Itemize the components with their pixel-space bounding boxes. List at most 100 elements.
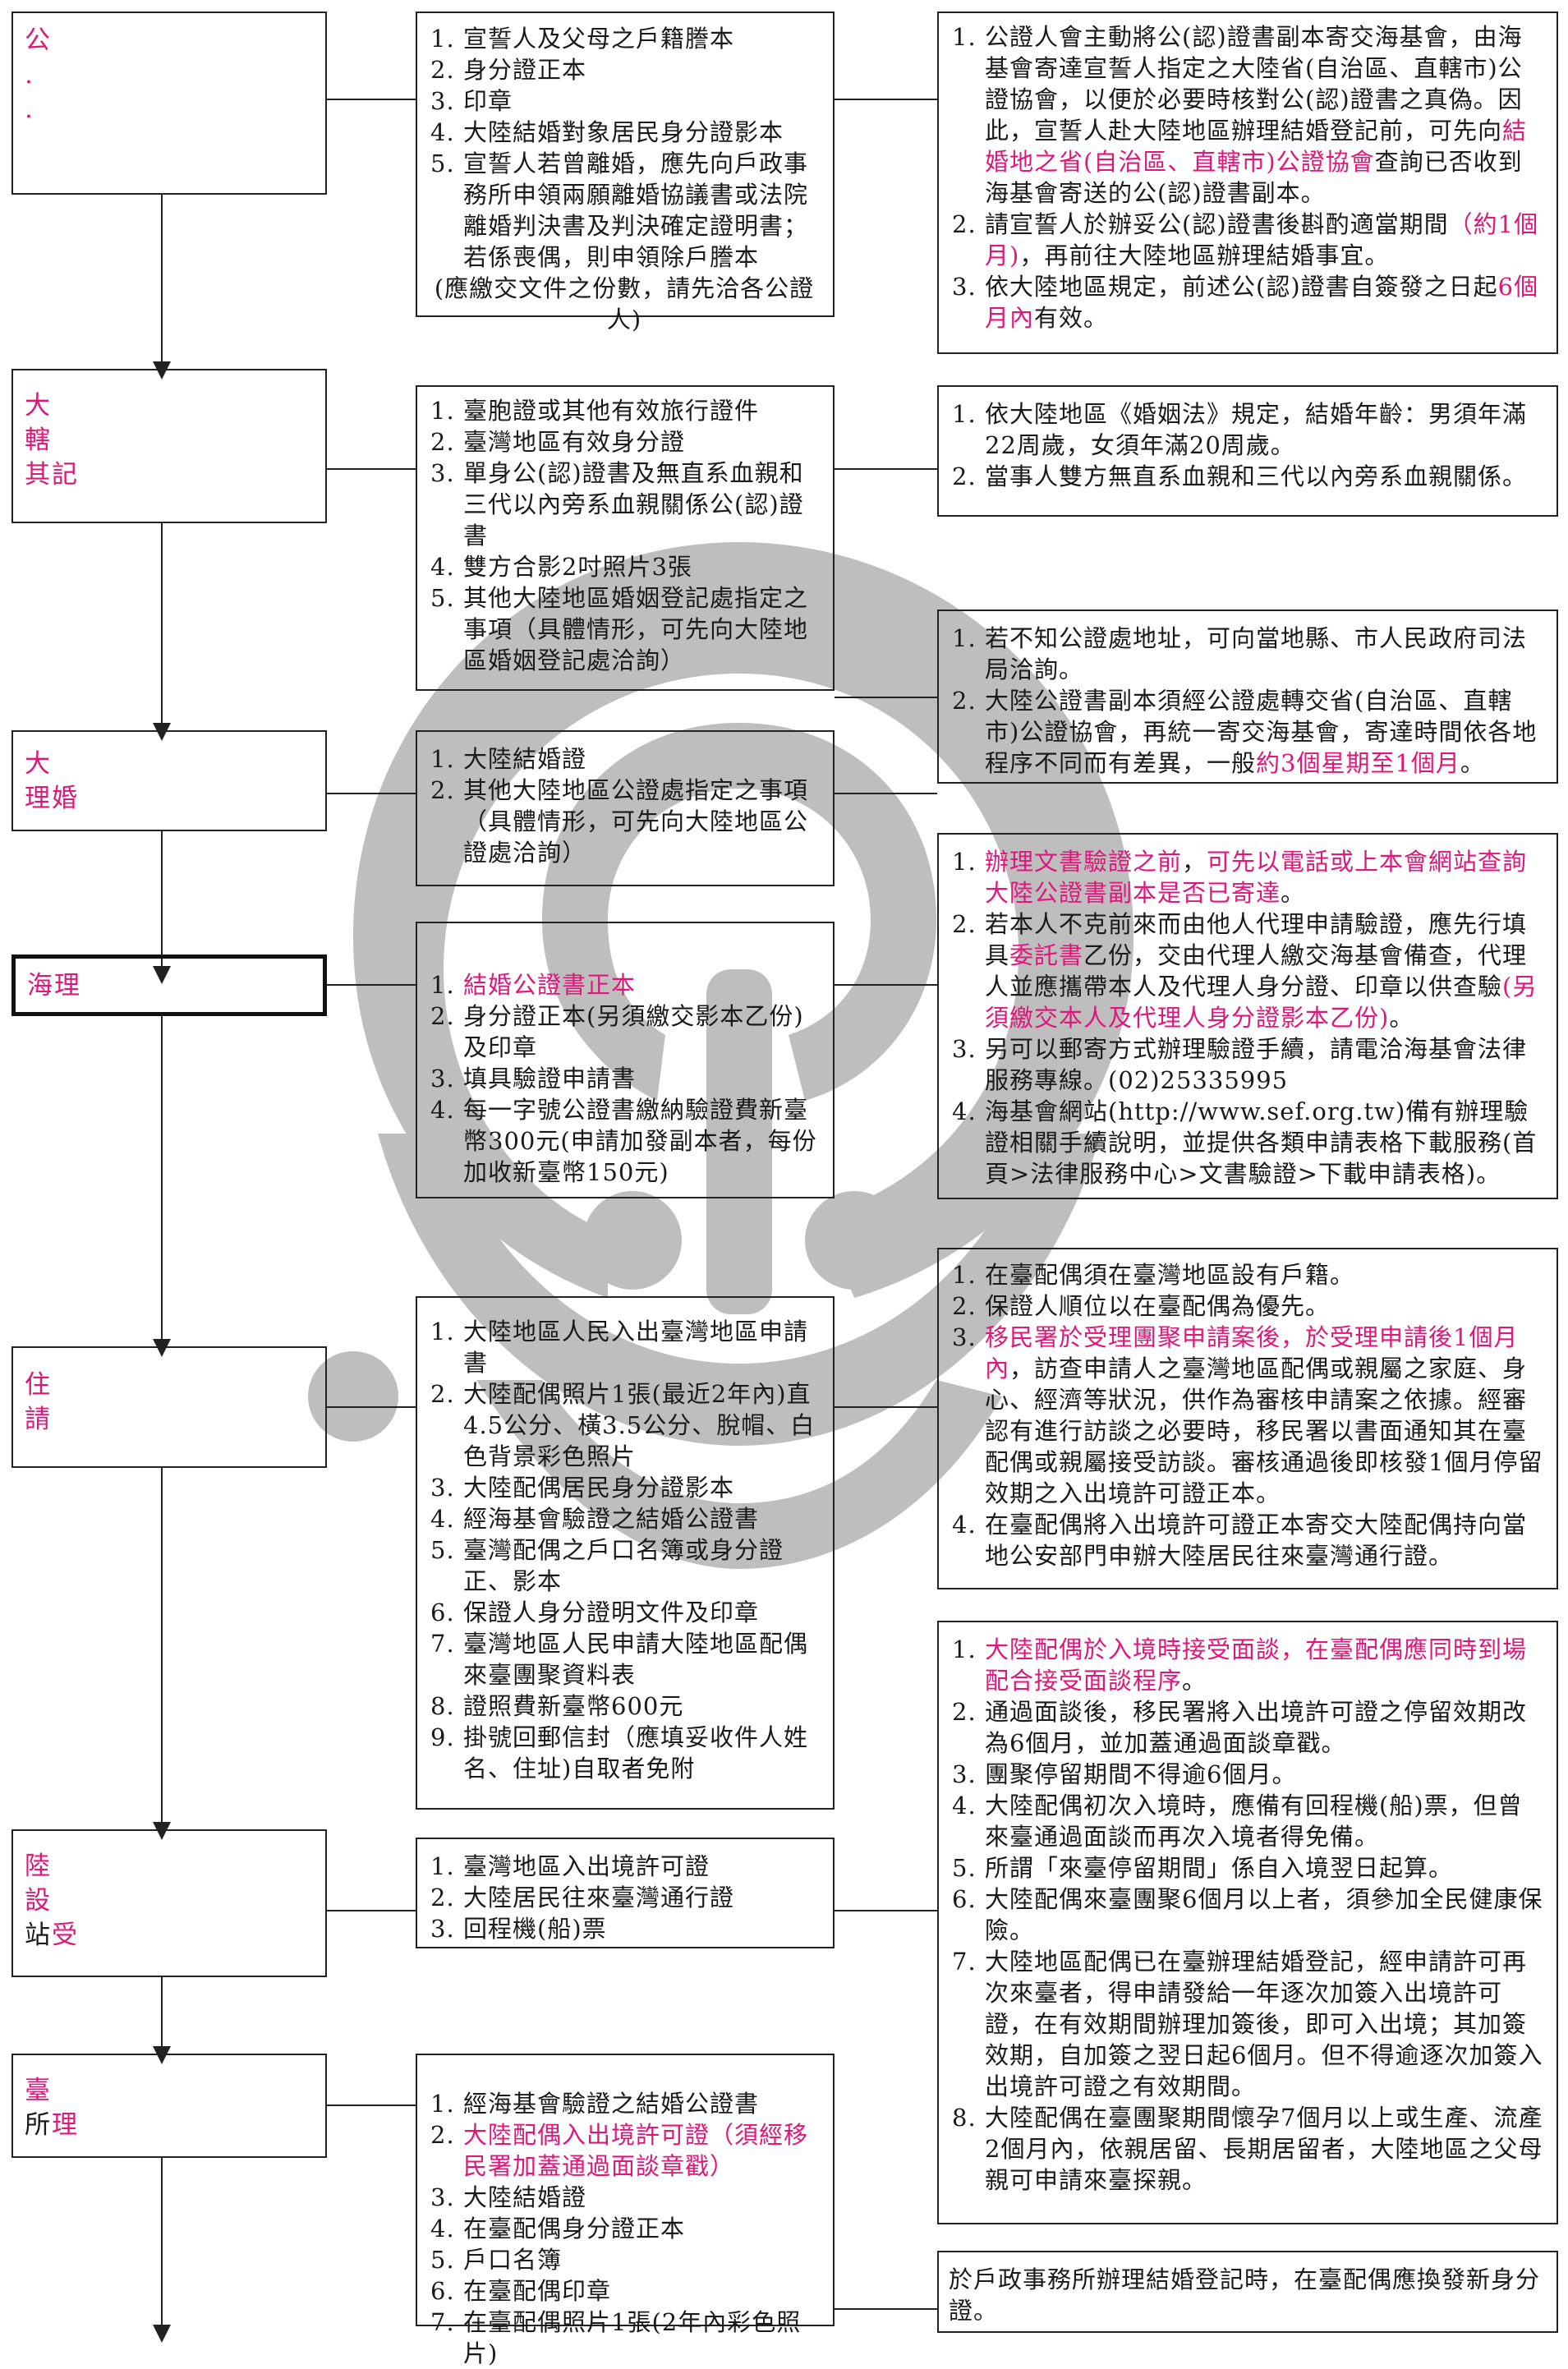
item-number: 4. <box>430 1505 455 1533</box>
item-number: 3. <box>430 1474 455 1502</box>
highlight-text: 6個月內 <box>985 273 1539 332</box>
step-box-4: 海理 <box>11 954 327 1016</box>
text-run: 公證人會主動將公(認)證書副本寄交海基會，由海基會寄達宣誓人指定之大陸省(自治區… <box>985 23 1523 145</box>
item-number: 2. <box>952 1292 977 1320</box>
document-item: 5.臺灣配偶之戶口名簿或身分證正、影本 <box>430 1534 821 1597</box>
item-number: 3. <box>430 459 455 487</box>
text-run: 大陸地區配偶已在臺辦理結婚登記，經申請許可再次來臺者，得申請發給一年逐次加簽入出… <box>985 1948 1543 2100</box>
text-run: 另可以郵寄方式辦理驗證手續，請電洽海基會法律服務專線。(02)25335995 <box>985 1035 1528 1094</box>
notes-box-2: 1.依大陸地區《婚姻法》規定，結婚年齡：男須年滿22周歲，女須年滿20周歲。2.… <box>937 385 1558 517</box>
note-item: 2.當事人雙方無直系血親和三代以內旁系血親關係。 <box>952 461 1545 492</box>
item-number: 1. <box>430 25 455 53</box>
item-number: 2. <box>952 687 977 715</box>
text-run: 。 <box>1460 749 1485 777</box>
step-line: 公 <box>25 23 314 58</box>
note-item: 1.依大陸地區《婚姻法》規定，結婚年齡：男須年滿22周歲，女須年滿20周歲。 <box>952 398 1545 461</box>
document-item: 5. 其他大陸地區婚姻登記處指定之事項（具體情形，可先向大陸地區婚姻登記處洽詢） <box>430 582 821 676</box>
text-run: 大陸公證書副本須經公證處轉交省(自治區、直轄市)公證協會，再統一寄交海基會，寄達… <box>985 687 1538 777</box>
note-item: 1.辦理文書驗證之前，可先以電話或上本會網站查詢大陸公證書副本是否已寄達。 <box>952 846 1545 908</box>
document-item: 4.大陸結婚對象居民身分證影本 <box>430 117 821 148</box>
text-run: 其他大陸地區婚姻登記處指定之事項（具體情形，可先向大陸地區婚姻登記處洽詢） <box>463 584 809 674</box>
text-run: 掛號回郵信封（應填妥收件人姓名、住址)自取者免附 <box>463 1723 809 1782</box>
item-number: 2. <box>430 428 455 456</box>
item-number: 1. <box>430 1852 455 1880</box>
text-run: 所謂「來臺停留期間」係自入境翌日起算。 <box>985 1854 1454 1882</box>
text-run: 臺灣地區人民申請大陸地區配偶來臺團聚資料表 <box>463 1630 809 1689</box>
item-number: 2. <box>430 1002 455 1030</box>
item-number: 4. <box>430 553 455 581</box>
flow-connector <box>161 1016 163 1346</box>
text-run: 在臺配偶將入出境許可證正本寄交大陸配偶持向當地公安部門申辦大陸居民往來臺灣通行證… <box>985 1511 1528 1570</box>
item-number: 2. <box>952 910 977 938</box>
text-run: 大陸居民往來臺灣通行證 <box>463 1884 735 1911</box>
item-number: 1. <box>952 848 977 876</box>
highlight-text: 大陸配偶於入境時接受面談，在臺配偶應同時到場配合接受面談程序 <box>985 1635 1528 1695</box>
document-item: 2.身分證正本(另須繳交影本乙份)及印章 <box>430 1000 821 1063</box>
text-run: 請宣誓人於辦妥公(認)證書後斟酌適當期間 <box>985 210 1449 238</box>
item-number: 4. <box>430 2215 455 2242</box>
step-line: 站受 <box>25 1918 314 1953</box>
step-line: . <box>25 92 314 126</box>
note-item: 3.依大陸地區規定，前述公(認)證書自簽發之日起6個月內有效。 <box>952 271 1545 334</box>
item-number: 7. <box>430 2308 455 2336</box>
notes-box-7: 於戶政事務所辦理結婚登記時，在臺配偶應換發新身分證。 <box>937 2251 1558 2333</box>
text-run: 團聚停留期間不得逾6個月。 <box>985 1760 1297 1788</box>
text-run: 通過面談後，移民署將入出境許可證之停留效期改為6個月，並加蓋通過面談章戳。 <box>985 1698 1528 1757</box>
flow-arrow-icon <box>153 723 171 741</box>
highlight-text: 婚 <box>52 784 79 813</box>
highlight-text: . <box>25 94 34 124</box>
step-box-5: 住請 <box>11 1346 327 1468</box>
item-number: 1. <box>952 1261 977 1289</box>
item-number: 3. <box>430 1065 455 1092</box>
item-number: 5. <box>430 584 455 612</box>
document-item: 7.在臺配偶照片1張(2年內彩色照片) <box>430 2307 821 2369</box>
item-number: 6. <box>430 2277 455 2305</box>
step-line: 請 <box>25 1402 314 1437</box>
text-run: 站 <box>25 1920 52 1950</box>
step-box-7: 臺所理 <box>11 2054 327 2158</box>
text-run: 乙份，交由代理人繳交海基會備查，代理人並應攜帶本人及代理人身分證、印章以供查驗 <box>985 941 1528 1000</box>
item-number: 8. <box>430 1692 455 1720</box>
item-number: 7. <box>952 1948 977 1976</box>
highlight-text: 臺 <box>25 2076 52 2105</box>
document-item: 3.大陸結婚證 <box>430 2182 821 2213</box>
text-run: 其他大陸地區公證處指定之事項（具體情形，可先向大陸地區公證處洽詢） <box>463 776 809 867</box>
note-item: 4.大陸配偶初次入境時，應備有回程機(船)票，但曾來臺通過面談而再次入境者得免備… <box>952 1790 1545 1852</box>
flow-arrow-icon <box>153 1822 171 1840</box>
item-number: 3. <box>430 87 455 115</box>
highlight-text: 受 <box>52 1920 79 1950</box>
item-number: 5. <box>430 2246 455 2274</box>
document-item: 7. 臺灣地區人民申請大陸地區配偶來臺團聚資料表 <box>430 1628 821 1690</box>
note-item: 3.團聚停留期間不得逾6個月。 <box>952 1759 1545 1790</box>
text-run: 回程機(船)票 <box>463 1915 607 1943</box>
note-item: 6.大陸配偶來臺團聚6個月以上者，須參加全民健康保險。 <box>952 1884 1545 1946</box>
text-run: 經海基會驗證之結婚公證書 <box>463 1505 760 1533</box>
text-run: 在臺配偶須在臺灣地區設有戶籍。 <box>985 1261 1355 1289</box>
item-number: 2. <box>430 776 455 804</box>
step-line: 設 <box>25 1884 314 1918</box>
notes-text: 於戶政事務所辦理結婚登記時，在臺配偶應換發新身分證。 <box>949 2266 1541 2325</box>
note-item: 7. 大陸地區配偶已在臺辦理結婚登記，經申請許可再次來臺者，得申請發給一年逐次加簽… <box>952 1946 1545 2102</box>
text-run: 。 <box>1389 1004 1414 1032</box>
note-item: 5.所謂「來臺停留期間」係自入境翌日起算。 <box>952 1852 1545 1884</box>
item-number: 7. <box>430 1630 455 1658</box>
note-item: 4.在臺配偶將入出境許可證正本寄交大陸配偶持向當地公安部門申辦大陸居民往來臺灣通… <box>952 1509 1545 1571</box>
item-number: 4. <box>430 118 455 146</box>
text-run: 大陸配偶初次入境時，應備有回程機(船)票，但曾來臺通過面談而再次入境者得免備。 <box>985 1792 1523 1851</box>
note-item: 2.保證人順位以在臺配偶為優先。 <box>952 1290 1545 1322</box>
text-run: 雙方合影2吋照片3張 <box>463 553 692 581</box>
item-number: 3. <box>952 1323 977 1351</box>
note-item: 1.公證人會主動將公(認)證書副本寄交海基會，由海基會寄達宣誓人指定之大陸省(自… <box>952 21 1545 209</box>
note-item: 2.若本人不克前來而由他人代理申請驗證，應先行填具委託書乙份，交由代理人繳交海基… <box>952 908 1545 1033</box>
item-number: 1. <box>952 1635 977 1663</box>
step-line: 大 <box>25 747 314 781</box>
highlight-text: 住 <box>25 1370 52 1400</box>
document-item: 3.填具驗證申請書 <box>430 1063 821 1094</box>
item-number: 2. <box>430 56 455 84</box>
item-number: 1. <box>430 2090 455 2118</box>
highlight-text: 辦理文書驗證之前 <box>985 848 1183 876</box>
step-line: 臺 <box>25 2073 314 2108</box>
highlight-text: 其 <box>25 460 52 490</box>
text-run: 海基會網站(http://www.sef.org.tw)備有辦理驗證相關手續說明… <box>985 1097 1538 1188</box>
